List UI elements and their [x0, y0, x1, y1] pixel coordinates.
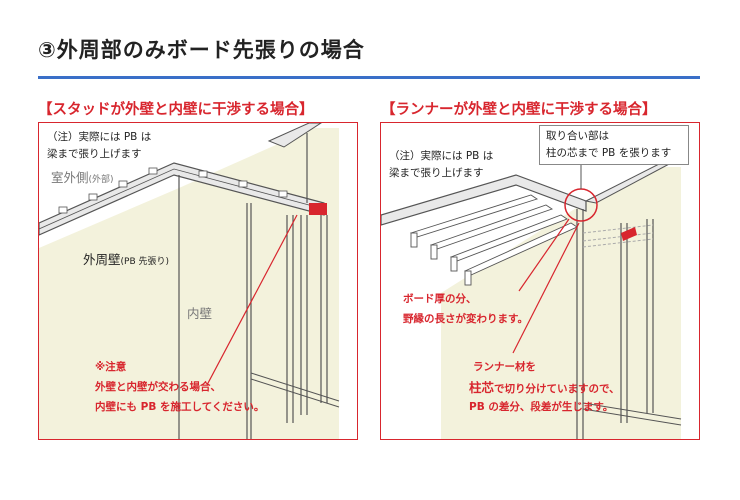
label-outdoor-sub: (外部) — [88, 175, 114, 185]
left-panel-heading: 【スタッドが外壁と内壁に干渉する場合】 — [38, 102, 314, 118]
label-outdoor-main: 室外側 — [51, 170, 89, 185]
label-outer-wall: 外周壁(PB 先張り) — [83, 251, 169, 271]
runner-note-line1: ランナー材を — [473, 361, 536, 373]
board-thickness-note-line1: ボード厚の分、 — [403, 293, 477, 305]
runner-note-line3: PB の差分、段差が生じます。 — [469, 401, 614, 413]
runner-note-line2-rest: で切り分けていますので、 — [494, 383, 620, 395]
title-rule — [38, 76, 700, 79]
left-note-line2: 梁まで張り上げます — [47, 148, 142, 160]
runner-note-line2: 柱芯で切り分けていますので、 — [469, 379, 620, 398]
label-outer-wall-sub: (PB 先張り) — [120, 257, 170, 267]
right-panel: 取り合い部は 柱の芯まで PB を張ります （注）実際には PB は 梁まで張り… — [380, 122, 700, 440]
runner-note-emphasis: 柱芯 — [469, 380, 495, 395]
left-warning-line2: 内壁にも PB を施工してください。 — [95, 401, 265, 413]
right-outer-wall — [441, 205, 581, 439]
left-framing-illustration — [39, 123, 340, 439]
right-right-wall — [581, 167, 681, 439]
right-note-line1: （注）実際には PB は — [389, 150, 494, 162]
left-warning-line1: 外壁と内壁が交わる場合、 — [95, 381, 221, 393]
board-thickness-note-line2: 野縁の長さが変わります。 — [403, 313, 528, 325]
label-inner-wall: 内壁 — [187, 306, 213, 321]
left-warning-title: ※注意 — [95, 361, 127, 373]
left-note-line1: （注）実際には PB は — [47, 131, 152, 143]
callout-line2: 柱の芯まで PB を張ります — [546, 147, 672, 159]
page-title: ③外周部のみボード先張りの場合 — [38, 38, 365, 62]
callout-line1: 取り合い部は — [546, 130, 609, 142]
left-panel: （注）実際には PB は 梁まで張り上げます 室外側(外部) 外周壁(PB 先張… — [38, 122, 358, 440]
right-framing-illustration — [381, 162, 682, 439]
label-outer-wall-main: 外周壁 — [83, 252, 121, 267]
right-panel-heading: 【ランナーが外壁と内壁に干渉する場合】 — [381, 102, 657, 118]
left-outer-wall — [39, 188, 179, 439]
right-note-line2: 梁まで張り上げます — [389, 167, 484, 179]
junction-callout: 取り合い部は 柱の芯まで PB を張ります — [539, 125, 689, 165]
label-outdoor: 室外側(外部) — [51, 169, 114, 189]
